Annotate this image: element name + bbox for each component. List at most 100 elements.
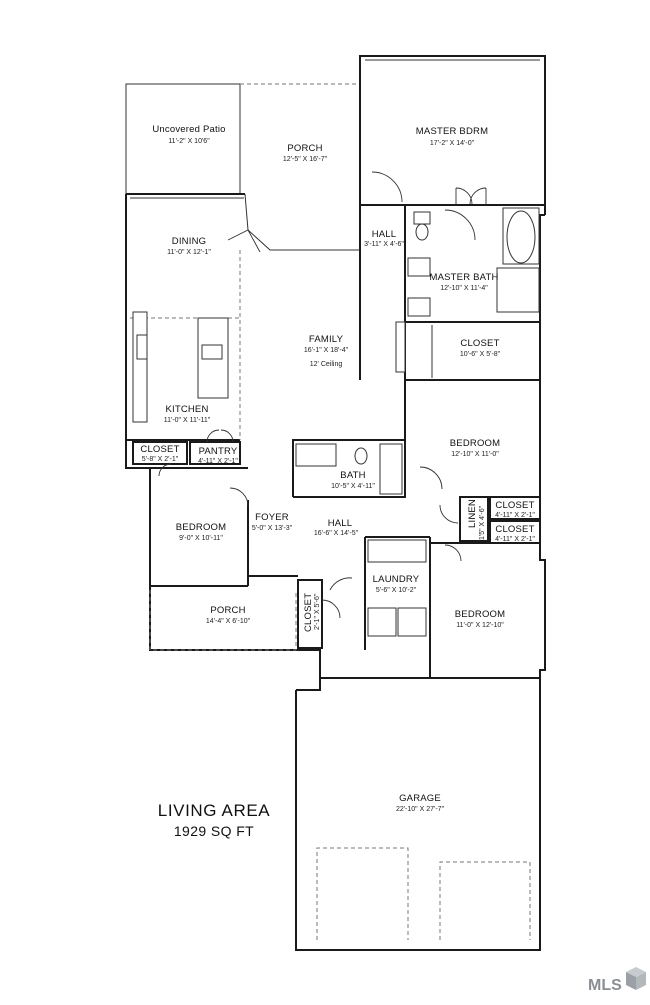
door-closet <box>158 463 172 477</box>
bath-vanity <box>295 443 337 467</box>
room-dim: 11'-0" X 12'-1" <box>167 249 211 256</box>
room-dim: 4'-11" X 2'-1" <box>495 512 535 519</box>
room-note: 12' Ceiling <box>310 361 343 368</box>
room-name: CLOSET <box>495 524 534 535</box>
room-dim: 4'-11" X 2'-1" <box>495 536 535 543</box>
room-dim: 9'-0" X 10'-11" <box>179 535 223 542</box>
garage-left <box>149 586 321 691</box>
door-dining <box>227 229 261 253</box>
room-name: MASTER BATH <box>429 272 498 283</box>
door-master <box>371 171 403 203</box>
fireplace <box>395 321 406 373</box>
room-name: Uncovered Patio <box>152 124 225 135</box>
fixtures <box>132 207 540 940</box>
door-bed1 <box>229 487 249 507</box>
doors <box>158 171 487 619</box>
master-wall <box>359 55 546 250</box>
room-name: PANTRY <box>199 446 238 457</box>
bath-wc <box>354 447 368 465</box>
room-name: CLOSET <box>495 500 534 511</box>
living-area-value: 1929 SQ FT <box>174 823 254 839</box>
door-master-bath <box>455 187 487 205</box>
room-dim: 1'5" X 4'-6" <box>479 505 486 540</box>
tub-surround <box>502 207 540 265</box>
room-name: PORCH <box>287 143 322 154</box>
kitchen-counter <box>132 311 148 423</box>
room-name: MASTER BDRM <box>416 126 488 137</box>
range <box>136 334 148 360</box>
porch-dashed-edge <box>240 83 361 250</box>
room-dim: 12'-5" X 16'-7" <box>283 156 328 163</box>
room-name: LINEN <box>467 499 478 528</box>
room-name: FAMILY <box>309 334 344 345</box>
garage-door-1 <box>316 847 409 940</box>
dryer <box>397 607 427 637</box>
room-dim: 10'-6" X 5'-8" <box>460 351 501 358</box>
living-area-title: LIVING AREA <box>158 801 270 820</box>
wc-bowl <box>415 223 429 241</box>
room-dim: 17'-2" X 14'-0" <box>430 140 475 147</box>
pantry-box <box>189 441 241 465</box>
front-porch-dash <box>149 590 297 651</box>
door-linen <box>439 504 459 524</box>
room-dim: 16'-6" X 14'-5" <box>314 530 359 537</box>
door-foyer-closet <box>321 599 341 619</box>
bath-tub <box>379 443 403 495</box>
room-name: HALL <box>372 229 397 240</box>
laundry-sink <box>367 539 427 563</box>
door-pantry <box>206 429 234 443</box>
room-dim: 10'-5" X 4'-11" <box>331 483 375 490</box>
room-dim: 11'-2" X 10'6" <box>168 138 210 145</box>
door-laundry <box>329 577 353 591</box>
room-name: PORCH <box>210 605 245 616</box>
room-dim: 4'-11" X 2'-1" <box>198 458 238 465</box>
room-name: BATH <box>340 470 365 481</box>
room-name: LAUNDRY <box>373 574 420 585</box>
sink-1 <box>407 257 431 277</box>
room-name: CLOSET <box>140 444 179 455</box>
room-dim: 5'-8" X 2'-1" <box>142 456 179 463</box>
room-dim: 12'-10" X 11'-4" <box>440 285 488 292</box>
room-dim: 2'-1" X 5'-6" <box>314 593 321 630</box>
door-bed2 <box>419 466 443 490</box>
room-dim: 14'-4" X 6'-10" <box>206 618 251 625</box>
room-dim: 16'-1" X 18'-4" <box>304 347 349 354</box>
closet-kitchen-box <box>132 441 188 465</box>
room-name: FOYER <box>255 512 289 523</box>
room-name: BEDROOM <box>176 522 227 533</box>
room-name: HALL <box>328 518 353 529</box>
room-dim: 12'-10" X 11'-0" <box>451 451 499 458</box>
sink-2 <box>407 297 431 317</box>
foyer-closet-box <box>297 579 323 649</box>
dining-bay <box>244 193 360 251</box>
room-name: KITCHEN <box>165 404 208 415</box>
room-dim: 3'-11" X 4'-6" <box>364 241 404 248</box>
mls-logo-text: MLS <box>588 977 622 994</box>
tub <box>506 210 536 264</box>
cube-icon <box>626 967 646 990</box>
room-name: BEDROOM <box>455 609 506 620</box>
room-dim: 22'-10" X 27'-7" <box>396 806 445 813</box>
wc-tank <box>413 211 431 225</box>
linen-box <box>459 496 489 542</box>
door-bed3 <box>444 544 462 562</box>
closet-b2-box <box>489 496 541 520</box>
island-sink <box>201 344 223 360</box>
room-name: BEDROOM <box>450 438 501 449</box>
mls-logo: MLS <box>588 967 646 994</box>
right-wall <box>295 380 546 951</box>
room-name: CLOSET <box>303 593 314 632</box>
room-name: CLOSET <box>460 338 499 349</box>
room-name: DINING <box>172 236 206 247</box>
room-dim: 5'-0" X 13'-3" <box>252 525 293 532</box>
room-name: GARAGE <box>399 793 441 804</box>
washer <box>367 607 397 637</box>
master-right <box>539 214 545 380</box>
garage-door-2 <box>439 861 531 940</box>
room-dim: 11'-0" X 12'-10" <box>456 622 504 629</box>
room-labels: Uncovered Patio 11'-2" X 10'6" PORCH 12'… <box>140 124 535 813</box>
room-dim: 5'-6" X 10'-2" <box>376 587 417 594</box>
living-area-summary: LIVING AREA 1929 SQ FT <box>158 801 270 839</box>
shower <box>496 267 540 313</box>
